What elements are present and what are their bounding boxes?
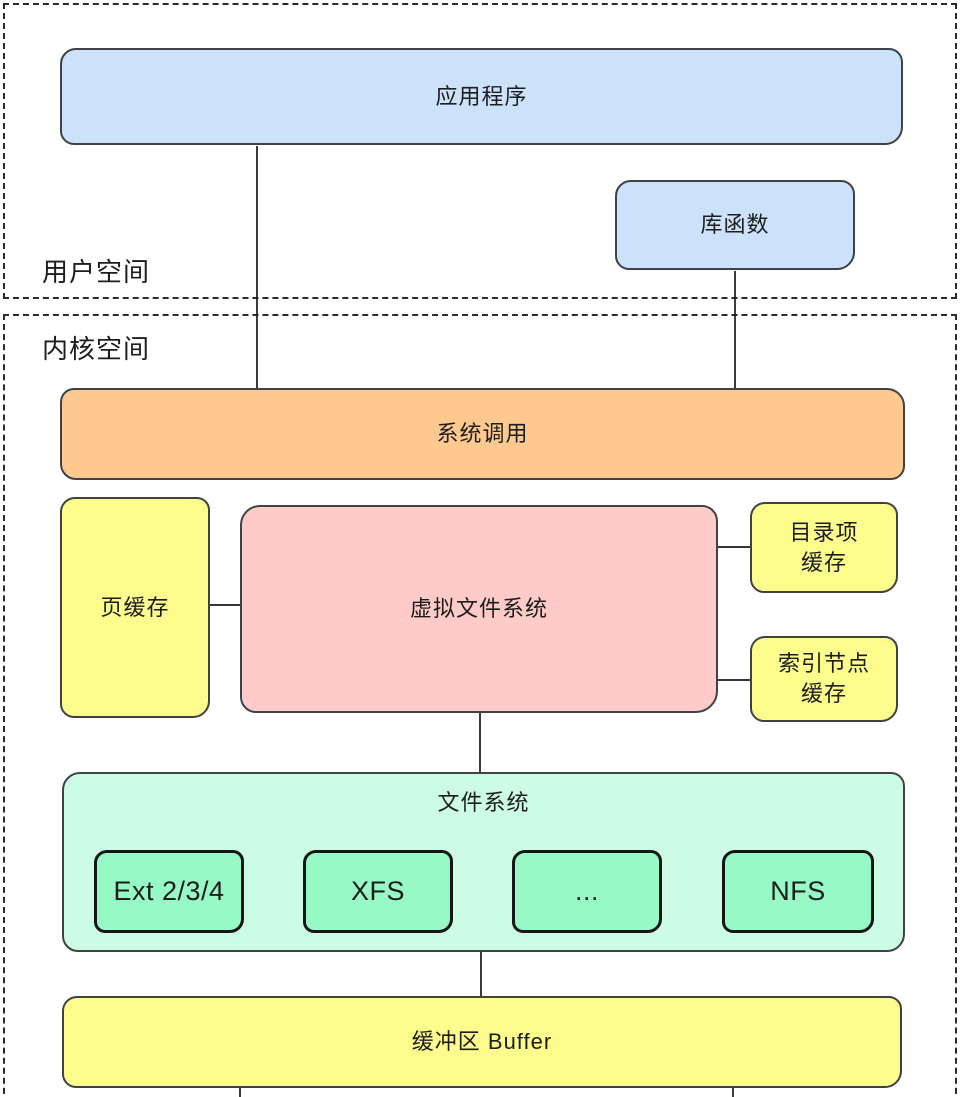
inode-cache-label-line1: 索引节点 (777, 651, 870, 677)
application-box: 应用程序 (60, 48, 903, 145)
page-cache-box: 页缓存 (60, 497, 210, 718)
buffer-box: 缓冲区 Buffer (62, 996, 902, 1088)
nfs-filesystem-box: NFS (722, 850, 874, 933)
xfs-filesystem-label: XFS (350, 876, 405, 907)
user-space-label: 用户空间 (42, 257, 151, 287)
ext-filesystem-box: Ext 2/3/4 (94, 850, 244, 933)
dentry-cache-box: 目录项 缓存 (750, 502, 898, 593)
virtual-file-system-box: 虚拟文件系统 (240, 505, 718, 713)
xfs-filesystem-box: XFS (303, 850, 453, 933)
system-call-box: 系统调用 (60, 388, 905, 480)
kernel-space-label: 内核空间 (42, 334, 151, 364)
nfs-filesystem-label: NFS (770, 876, 826, 907)
virtual-file-system-label: 虚拟文件系统 (409, 596, 548, 622)
system-call-label: 系统调用 (436, 421, 529, 447)
buffer-label: 缓冲区 Buffer (411, 1029, 553, 1055)
dentry-cache-label-line1: 目录项 (789, 519, 859, 545)
user-space-region (3, 3, 957, 299)
other-filesystem-box: ... (512, 850, 662, 933)
application-label: 应用程序 (435, 83, 528, 109)
file-system-label: 文件系统 (437, 790, 530, 815)
library-function-label: 库函数 (700, 212, 770, 238)
file-system-box: 文件系统 Ext 2/3/4 XFS ... NFS (62, 772, 905, 952)
inode-cache-label-line2: 缓存 (800, 681, 847, 706)
dentry-cache-label-line2: 缓存 (800, 549, 847, 575)
kernel-space-region (3, 314, 957, 1097)
other-filesystem-label: ... (574, 876, 599, 907)
library-function-box: 库函数 (615, 180, 855, 270)
inode-cache-box: 索引节点 缓存 (750, 636, 898, 722)
ext-filesystem-label: Ext 2/3/4 (113, 876, 225, 907)
page-cache-label: 页缓存 (100, 594, 170, 620)
